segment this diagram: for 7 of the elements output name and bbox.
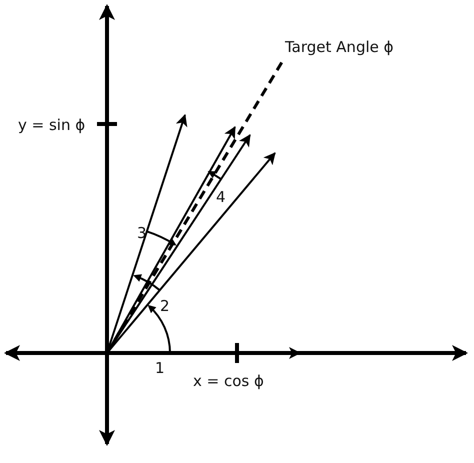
- step-number: 3: [137, 226, 147, 241]
- step-number: 4: [216, 190, 226, 205]
- y-axis-label: y = sin ϕ: [18, 118, 86, 133]
- x-axis-label: x = cos ϕ: [193, 374, 264, 389]
- step-number: 2: [160, 299, 170, 314]
- target-angle-label: Target Angle ϕ: [285, 40, 394, 55]
- step-number: 1: [155, 361, 165, 376]
